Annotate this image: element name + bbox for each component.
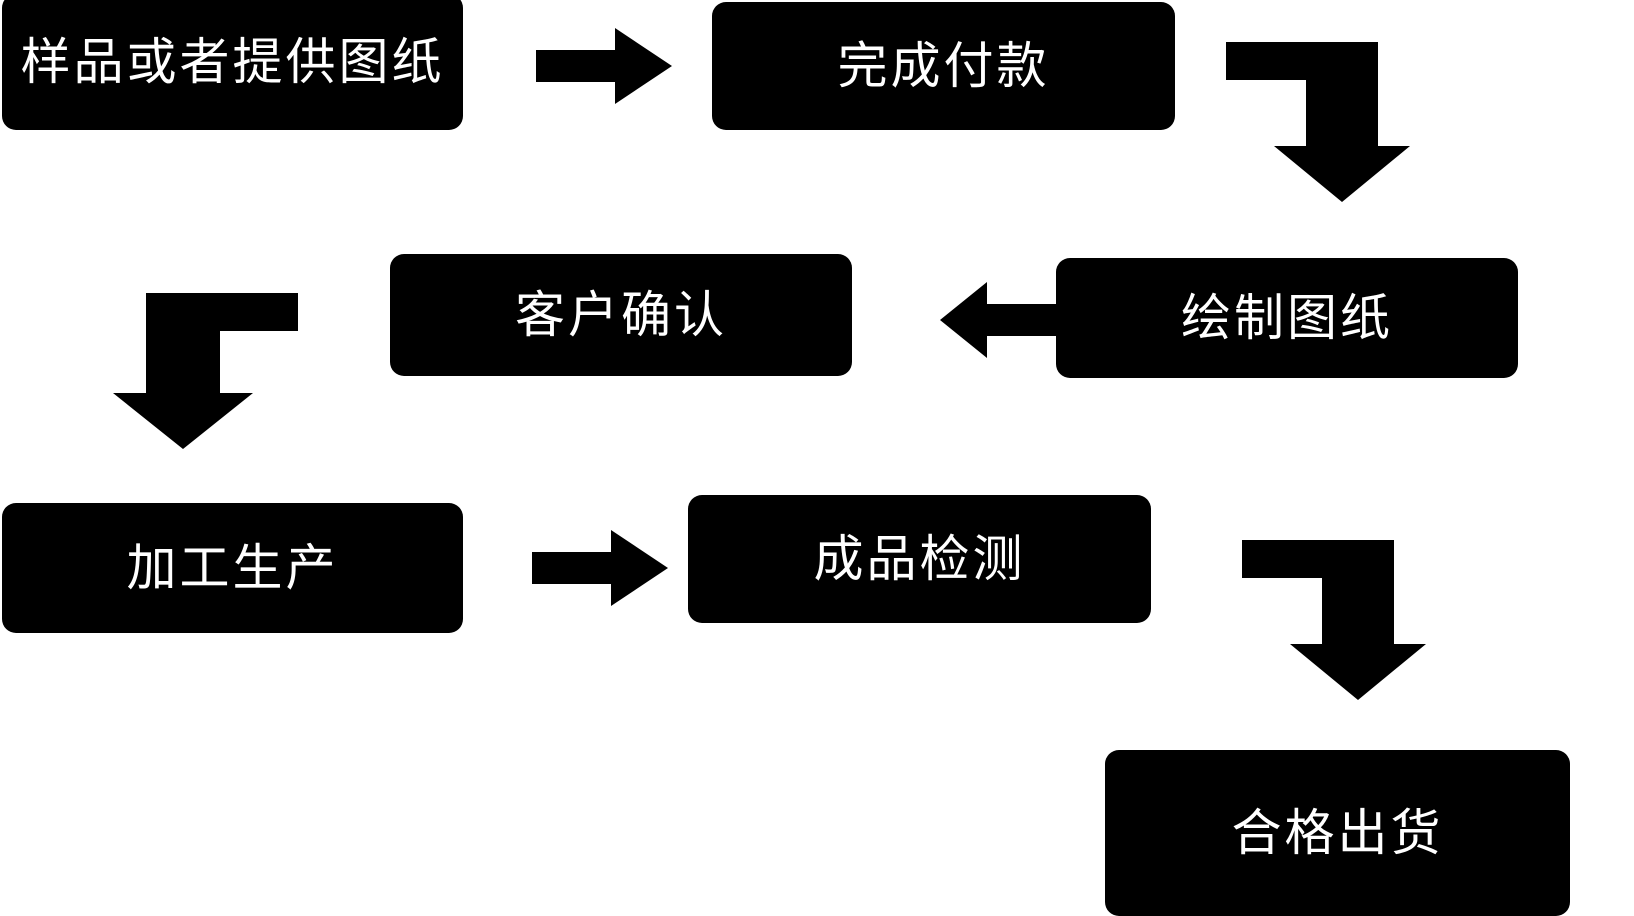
arrow-elbow-left-down-icon <box>113 293 298 449</box>
flow-node-complete-payment[interactable]: 完成付款 <box>712 2 1175 130</box>
flow-node-customer-confirm[interactable]: 客户确认 <box>390 254 852 376</box>
flow-node-production[interactable]: 加工生产 <box>2 503 463 633</box>
flow-node-qualified-shipment[interactable]: 合格出货 <box>1105 750 1570 916</box>
arrow-left-icon <box>940 282 1060 358</box>
flow-node-label: 绘制图纸 <box>1181 289 1393 346</box>
flow-node-label: 加工生产 <box>126 539 339 596</box>
arrow-right-icon <box>532 530 668 606</box>
arrow-right-icon <box>536 28 672 104</box>
arrow-elbow-right-down-icon <box>1242 540 1442 700</box>
flow-node-sample-or-drawing[interactable]: 样品或者提供图纸 <box>2 0 463 130</box>
flow-node-label: 合格出货 <box>1231 804 1444 861</box>
flow-node-label: 样品或者提供图纸 <box>20 33 445 90</box>
arrow-elbow-right-down-icon <box>1226 42 1426 202</box>
flow-node-draw-drawing[interactable]: 绘制图纸 <box>1056 258 1518 378</box>
flow-node-finished-inspection[interactable]: 成品检测 <box>688 495 1151 623</box>
flow-node-label: 客户确认 <box>515 286 727 343</box>
flow-node-label: 成品检测 <box>813 530 1026 587</box>
flow-node-label: 完成付款 <box>837 37 1050 94</box>
